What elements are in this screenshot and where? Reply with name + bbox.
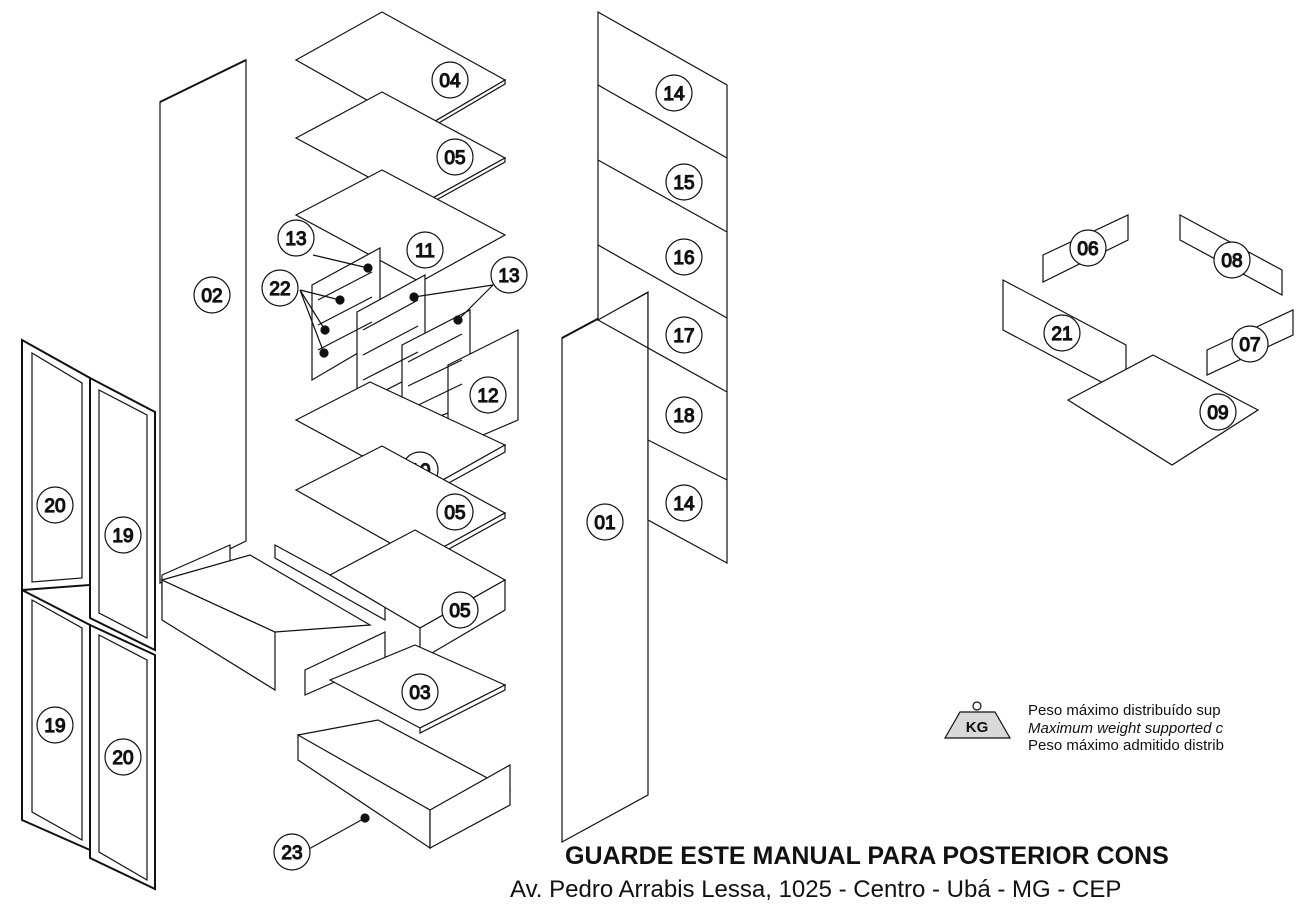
- part-label-13: 13: [285, 229, 306, 250]
- part-label-16: 16: [673, 248, 694, 269]
- part-label-09: 09: [1207, 403, 1228, 424]
- part-label-19b: 19: [44, 716, 65, 737]
- part-label-23: 23: [281, 843, 302, 864]
- side-panel-02: 02: [159, 59, 247, 584]
- part-label-03: 03: [409, 683, 430, 704]
- footer-address: Av. Pedro Arrabis Lessa, 1025 - Centro -…: [510, 876, 1122, 903]
- part-label-13b: 13: [498, 266, 519, 287]
- shelf-05-middle: 05: [294, 445, 507, 567]
- shelf-04: 04: [294, 11, 507, 136]
- part-label-17: 17: [673, 326, 694, 347]
- part-label-11: 11: [415, 241, 435, 262]
- part-label-07: 07: [1239, 335, 1260, 356]
- part-label-20b: 20: [112, 748, 133, 769]
- shelf-03: 03: [328, 644, 507, 734]
- part-label-15: 15: [673, 173, 694, 194]
- door-20-top: 20: [21, 338, 91, 592]
- part-label-14b: 14: [673, 494, 695, 515]
- weight-note-es: Peso máximo admitido distrib: [1028, 737, 1224, 754]
- shelf-05-top: 05: [294, 91, 507, 211]
- part-label-06: 06: [1077, 239, 1098, 260]
- part-label-05: 05: [444, 148, 465, 169]
- back-panels: 14 15 16 17 18 14: [597, 10, 728, 565]
- part-label-21: 21: [1051, 324, 1072, 345]
- part-label-14: 14: [663, 84, 685, 105]
- part-label-01: 01: [594, 513, 615, 534]
- footer-title: GUARDE ESTE MANUAL PARA POSTERIOR CONS: [565, 842, 1169, 870]
- part-label-12: 12: [477, 386, 498, 407]
- base-frame-23: 23: [273, 719, 512, 871]
- weight-kg-icon: KG: [943, 701, 1012, 739]
- part-label-20: 20: [44, 496, 65, 517]
- part-label-08: 08: [1221, 251, 1242, 272]
- weight-note-pt: Peso máximo distribuído sup: [1028, 702, 1221, 719]
- weight-badge-label: KG: [966, 719, 989, 736]
- part-label-18: 18: [673, 406, 694, 427]
- organizer-panels: 13 13 22 12: [261, 219, 528, 451]
- door-19-bottom: 19: [21, 588, 91, 852]
- part-label-05c: 05: [449, 601, 470, 622]
- part-label-04: 04: [439, 71, 461, 92]
- door-19-top: 19: [89, 376, 156, 652]
- weight-note-en: Maximum weight supported c: [1028, 720, 1224, 737]
- shelf-11: 11: [294, 169, 507, 283]
- part-label-19: 19: [112, 526, 133, 547]
- door-20-bottom: 20: [89, 623, 156, 891]
- drawer-parts: 06 08 21 07 09: [1002, 213, 1294, 466]
- part-label-02: 02: [201, 286, 222, 307]
- side-panel-01: 01: [561, 290, 649, 844]
- part-label-22: 22: [269, 279, 290, 300]
- part-label-05b: 05: [444, 503, 465, 524]
